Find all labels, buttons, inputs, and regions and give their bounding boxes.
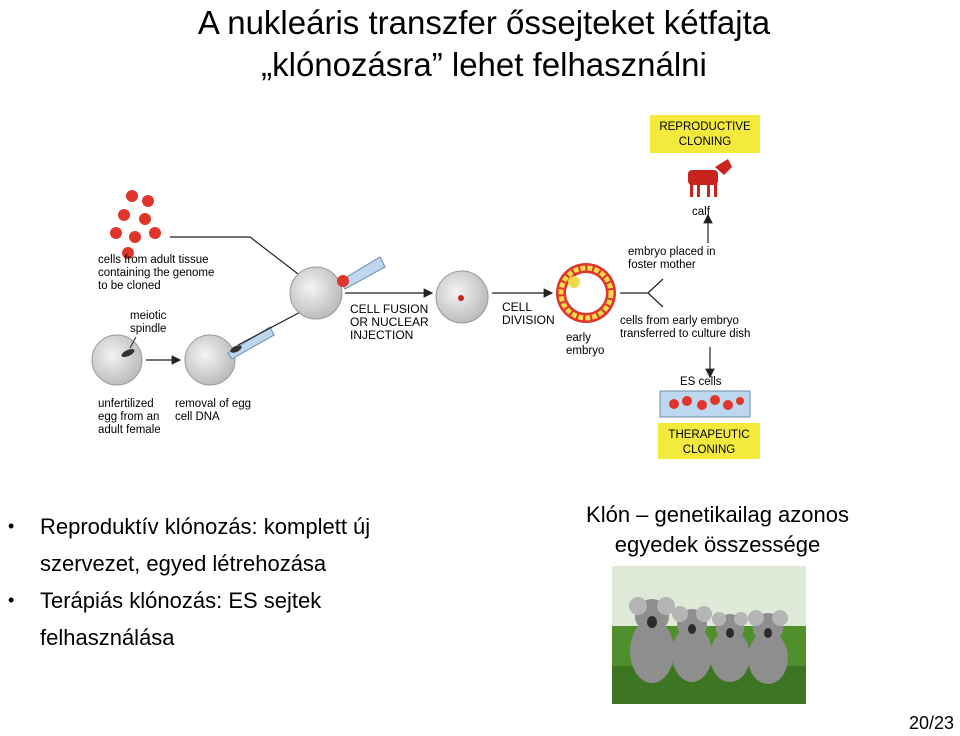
micropipette-removal — [227, 326, 275, 360]
reproductive-cloning-box — [650, 115, 760, 153]
egg-label-3: adult female — [98, 424, 161, 436]
bullet-reproductive: • Reproduktív klónozás: komplett új szer… — [0, 508, 480, 582]
slide-title: A nukleáris transzfer őssejteket kétfajt… — [74, 2, 894, 86]
therapeutic-label-1: THERAPEUTIC — [668, 429, 749, 441]
nuclear-transfer-diagram: cells from adult tissue containing the g… — [91, 115, 760, 459]
removal-label-1: removal of egg — [175, 398, 251, 410]
fusion-label-3: INJECTION — [350, 328, 413, 342]
es-label: ES cells — [680, 376, 722, 388]
definition-line-2: egyedek összessége — [614, 532, 821, 557]
spindle-label-1: meiotic — [130, 310, 167, 322]
division-label-2: DIVISION — [502, 313, 555, 327]
culture-label-1: cells from early embryo — [620, 315, 739, 327]
culture-dish — [659, 390, 751, 418]
bullet-dot: • — [8, 516, 15, 536]
therapeutic-label-2: CLONING — [683, 444, 735, 456]
fusion-label-1: CELL FUSION — [350, 302, 428, 316]
embryo-label-2: embryo — [566, 345, 604, 357]
bullet-list: • Reproduktív klónozás: komplett új szer… — [0, 508, 480, 656]
bullet-line: Reproduktív klónozás: komplett új — [40, 514, 371, 539]
bullet-line: Terápiás klónozás: ES sejtek — [40, 588, 322, 613]
division-label-1: CELL — [502, 300, 532, 314]
recipient-egg — [289, 266, 343, 320]
unfertilized-egg — [91, 334, 143, 386]
cells-label-3: to be cloned — [98, 280, 161, 292]
meiotic-spindle — [121, 348, 135, 358]
cells-label-1: cells from adult tissue — [98, 254, 209, 266]
bullet-line: felhasználása — [40, 625, 175, 650]
foster-label-1: embryo placed in — [628, 246, 716, 258]
culture-label-2: transferred to culture dish — [620, 328, 750, 340]
clone-definition: Klón – genetikailag azonos egyedek össze… — [545, 500, 890, 560]
foster-label-2: foster mother — [628, 259, 696, 271]
page-number: 20/23 — [908, 713, 954, 733]
removal-label-2: cell DNA — [175, 411, 220, 423]
egg-label-1: unfertilized — [98, 398, 154, 410]
embryo-label-1: early — [566, 332, 591, 344]
donor-nucleus — [337, 275, 349, 287]
bullet-therapeutic: • Terápiás klónozás: ES sejtek felhaszná… — [0, 582, 480, 656]
koala-photo — [612, 566, 806, 704]
adult-tissue-cells — [110, 190, 161, 259]
egg-label-2: egg from an — [98, 411, 159, 423]
bullet-dot: • — [8, 590, 15, 610]
fusion-label-2: OR NUCLEAR — [350, 315, 429, 329]
cells-label-2: containing the genome — [98, 267, 214, 279]
early-embryo — [556, 263, 616, 323]
reproductive-label-2: CLONING — [679, 136, 731, 148]
definition-line-1: Klón – genetikailag azonos — [586, 502, 849, 527]
therapeutic-cloning-box — [658, 423, 760, 459]
bullet-line: szervezet, egyed létrehozása — [40, 551, 327, 576]
title-line-1: A nukleáris transzfer őssejteket kétfajt… — [197, 4, 771, 41]
calf-icon — [688, 159, 732, 197]
enucleated-egg — [184, 334, 236, 386]
calf-label: calf — [692, 206, 711, 218]
spindle-label-2: spindle — [130, 323, 166, 335]
reproductive-label-1: REPRODUCTIVE — [659, 121, 751, 133]
title-line-2: „klónozásra” lehet felhasználni — [261, 46, 707, 83]
